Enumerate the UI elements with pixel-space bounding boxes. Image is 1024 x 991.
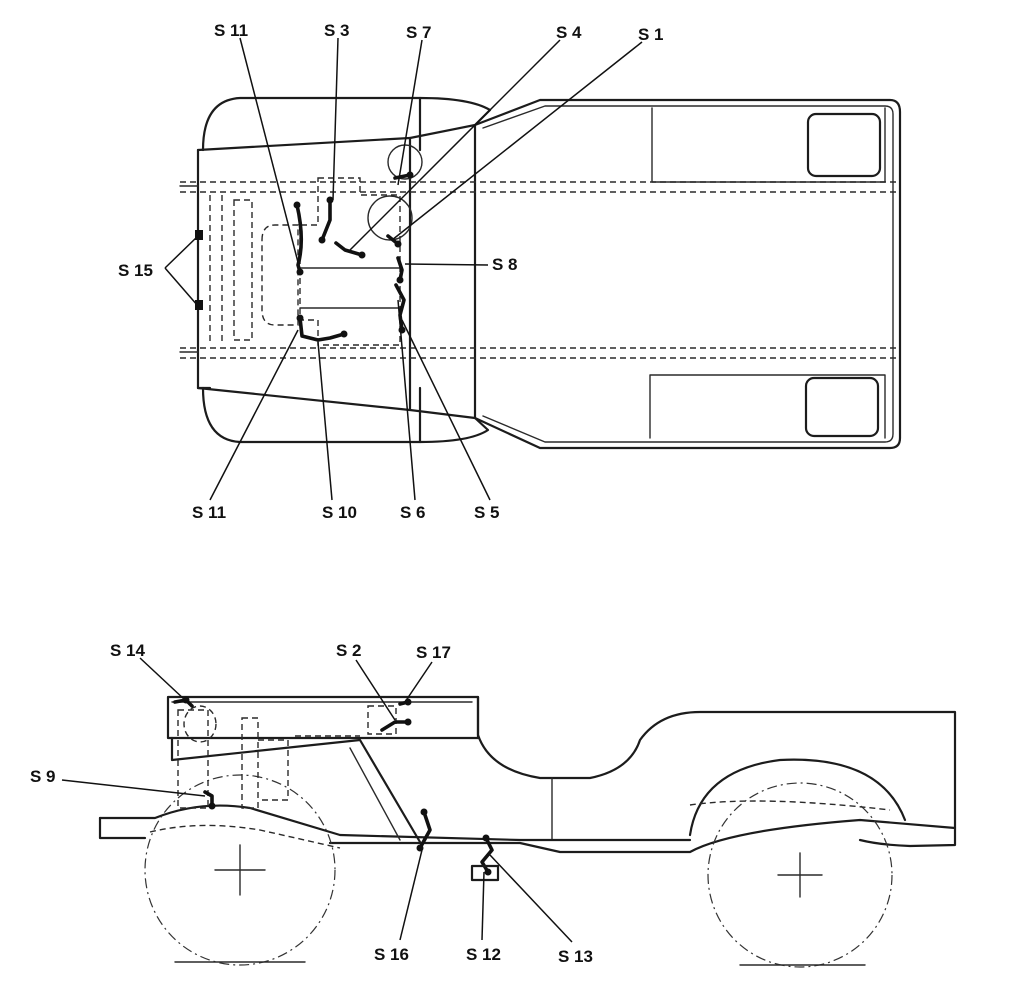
top-view-drawing xyxy=(164,37,902,501)
label-s7: S 7 xyxy=(406,23,432,42)
label-s16: S 16 xyxy=(374,945,409,964)
label-s11-top: S 11 xyxy=(214,21,248,40)
label-s4: S 4 xyxy=(556,23,582,42)
label-s12: S 12 xyxy=(466,945,501,964)
label-s13: S 13 xyxy=(558,947,593,966)
label-s15: S 15 xyxy=(118,261,153,280)
label-s11-bottom: S 11 xyxy=(192,503,226,522)
side-view-drawing xyxy=(61,657,957,968)
label-s5: S 5 xyxy=(474,503,500,522)
label-s10: S 10 xyxy=(322,503,357,522)
label-s3: S 3 xyxy=(324,21,350,40)
label-s9: S 9 xyxy=(30,767,56,786)
label-s2: S 2 xyxy=(336,641,362,660)
label-s17: S 17 xyxy=(416,643,451,662)
label-s6: S 6 xyxy=(400,503,426,522)
label-s14: S 14 xyxy=(110,641,146,660)
label-s8: S 8 xyxy=(492,255,518,274)
label-s1: S 1 xyxy=(638,25,664,44)
